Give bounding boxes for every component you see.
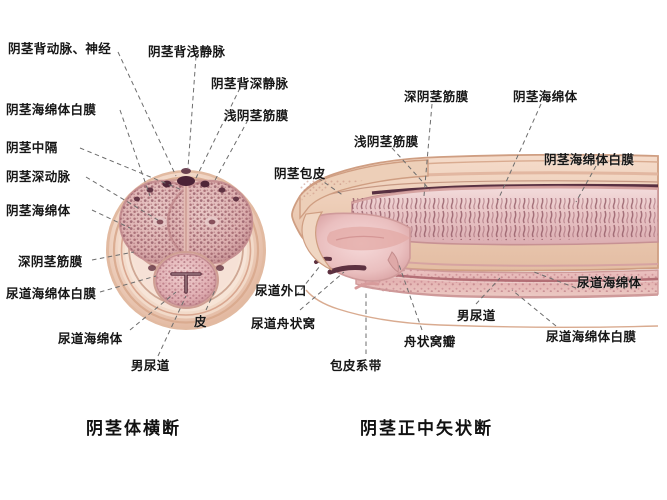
label-skin: 皮 (194, 314, 207, 329)
label-male-urethra-sagittal: 男尿道 (457, 308, 496, 323)
label-corpus-spongiosum: 尿道海绵体 (58, 331, 123, 346)
label-tunica-albuginea-spongiosum-sagittal: 尿道海绵体白膜 (546, 329, 637, 344)
label-frenulum: 包皮系带 (330, 358, 382, 373)
left-figure-title: 阴茎体横断 (86, 419, 181, 439)
label-corpus-cavernosum-sagittal: 阴茎海绵体 (513, 89, 578, 104)
label-penile-septum: 阴茎中隔 (6, 140, 58, 155)
label-deep-penile-fascia: 深阴茎筋膜 (18, 254, 83, 269)
label-tunica-albuginea-spongiosum: 尿道海绵体白膜 (6, 286, 97, 301)
label-superficial-dorsal-vein: 阴茎背浅静脉 (148, 44, 226, 59)
label-deep-artery: 阴茎深动脉 (6, 169, 71, 184)
label-navicular-fossa: 尿道舟状窝 (251, 316, 316, 331)
label-external-urethral-orifice: 尿道外口 (255, 283, 307, 298)
label-deep-penile-fascia-sagittal: 深阴茎筋膜 (404, 89, 469, 104)
glans-region (311, 212, 411, 282)
right-figure-title: 阴茎正中矢状断 (360, 419, 493, 439)
sagittal-leader-lines (295, 103, 597, 354)
label-dorsal-artery-nerve: 阴茎背动脉、神经 (8, 41, 112, 56)
label-corpus-cavernosum: 阴茎海绵体 (6, 203, 71, 218)
label-corpus-spongiosum-sagittal: 尿道海绵体 (577, 275, 642, 290)
label-superficial-penile-fascia-sagittal: 浅阴茎筋膜 (354, 134, 419, 149)
label-superficial-penile-fascia: 浅阴茎筋膜 (224, 108, 289, 123)
label-navicular-valve: 舟状窝瓣 (404, 334, 456, 349)
label-tunica-albuginea-cavernosum-sagittal: 阴茎海绵体白膜 (544, 152, 635, 167)
label-deep-dorsal-vein: 阴茎背深静脉 (211, 76, 289, 91)
cross-section-figure (79, 51, 266, 357)
sagittal-section-figure (291, 103, 659, 354)
label-prepuce: 阴茎包皮 (274, 166, 326, 181)
label-tunica-albuginea-cavernosum: 阴茎海绵体白膜 (6, 102, 97, 117)
corpus-cavernosum-right (166, 179, 254, 265)
dorsal-vessels-cross (134, 168, 239, 202)
corpus-cavernosum-sagittal (351, 185, 659, 267)
cross-section-leader-lines (79, 51, 249, 357)
label-male-urethra: 男尿道 (131, 358, 170, 373)
corpus-spongiosum-cross (153, 251, 219, 309)
